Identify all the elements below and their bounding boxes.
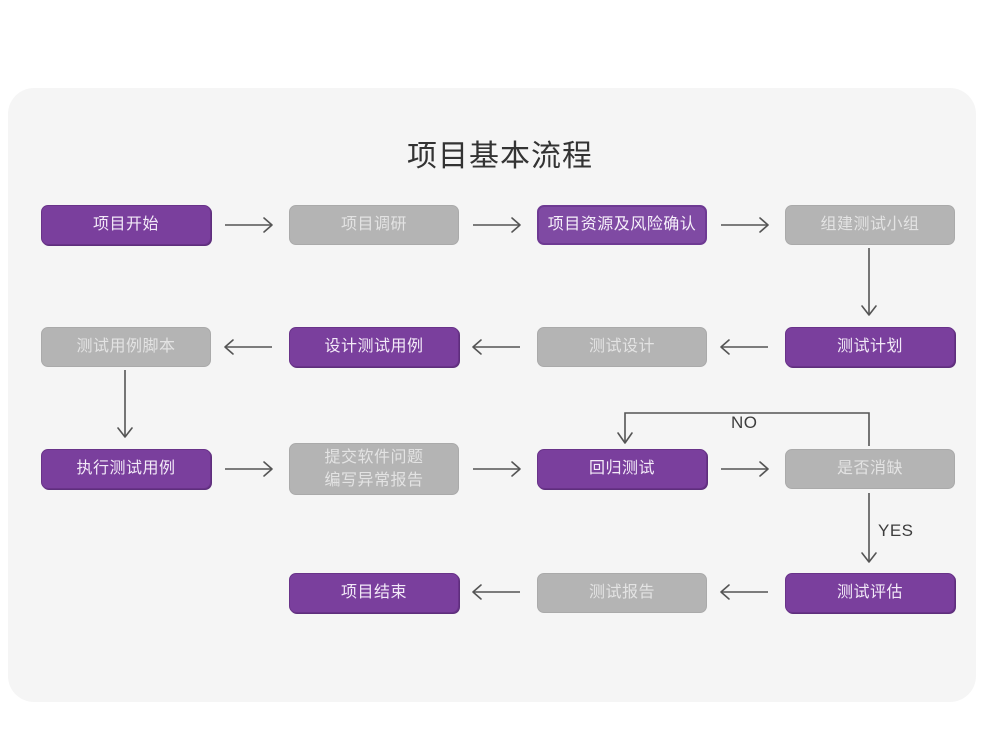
node-test-plan[interactable]: 测试计划 [785,327,955,367]
node-design-test-cases[interactable]: 设计测试用例 [289,327,459,367]
node-project-end[interactable]: 项目结束 [289,573,459,613]
node-project-start[interactable]: 项目开始 [41,205,211,245]
node-build-test-team[interactable]: 组建测试小组 [785,205,955,245]
node-submit-defects-report[interactable]: 提交软件问题 编写异常报告 [289,443,459,495]
node-execute-test-cases[interactable]: 执行测试用例 [41,449,211,489]
node-regression-test[interactable]: 回归测试 [537,449,707,489]
node-resource-risk-confirm[interactable]: 项目资源及风险确认 [537,205,707,245]
node-test-design[interactable]: 测试设计 [537,327,707,367]
node-defect-resolved-decision[interactable]: 是否消缺 [785,449,955,489]
node-project-research[interactable]: 项目调研 [289,205,459,245]
edge-label-yes: YES [878,521,914,540]
edge-label-no: NO [731,413,758,432]
node-test-case-script[interactable]: 测试用例脚本 [41,327,211,367]
node-test-report[interactable]: 测试报告 [537,573,707,613]
node-test-evaluation[interactable]: 测试评估 [785,573,955,613]
page-title: 项目基本流程 [407,140,593,173]
